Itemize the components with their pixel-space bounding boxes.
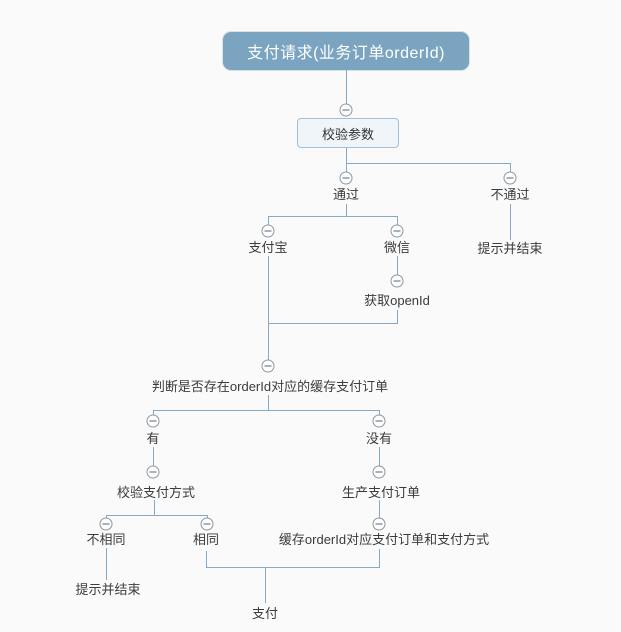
collapse-icon[interactable] xyxy=(99,517,113,531)
connector-line xyxy=(206,567,380,568)
collapse-icon[interactable] xyxy=(261,224,275,238)
collapse-icon[interactable] xyxy=(372,465,386,479)
node-same[interactable]: 相同 xyxy=(192,532,220,547)
node-create-order[interactable]: 生产支付订单 xyxy=(341,485,421,500)
connector-line xyxy=(153,410,154,418)
node-payment-request[interactable]: 支付请求(业务订单orderId) xyxy=(223,32,469,70)
connector-line xyxy=(397,256,398,276)
collapse-icon[interactable] xyxy=(390,274,404,288)
node-different[interactable]: 不相同 xyxy=(86,532,126,547)
collapse-icon[interactable] xyxy=(339,171,353,185)
node-cache-order[interactable]: 缓存orderId对应支付订单和支付方式 xyxy=(278,532,490,547)
node-wechat[interactable]: 微信 xyxy=(383,240,411,255)
collapse-icon[interactable] xyxy=(146,414,160,428)
node-verify-method[interactable]: 校验支付方式 xyxy=(116,485,196,500)
connector-line xyxy=(346,163,511,164)
node-has-not[interactable]: 没有 xyxy=(365,431,393,446)
connector-line xyxy=(265,567,266,603)
collapse-icon[interactable] xyxy=(200,517,214,531)
node-validate-params[interactable]: 校验参数 xyxy=(297,118,399,148)
connector-line xyxy=(397,216,398,226)
collapse-icon[interactable] xyxy=(146,465,160,479)
connector-line xyxy=(379,447,380,467)
collapse-icon[interactable] xyxy=(339,103,353,117)
connector-line xyxy=(346,147,347,163)
collapse-icon[interactable] xyxy=(372,414,386,428)
connector-line xyxy=(379,500,380,519)
connector-line xyxy=(397,310,398,324)
connector-line xyxy=(268,216,269,226)
connector-line xyxy=(268,323,398,324)
connector-line xyxy=(346,70,347,105)
connector-line xyxy=(346,163,347,175)
node-validate-params-label: 校验参数 xyxy=(321,126,374,142)
connector-line xyxy=(268,256,269,362)
node-diff-end[interactable]: 提示并结束 xyxy=(75,582,141,597)
connector-line xyxy=(154,500,155,515)
node-get-openid[interactable]: 获取openId xyxy=(364,293,430,308)
node-payment-request-label: 支付请求(业务订单orderId) xyxy=(247,45,445,62)
node-pay[interactable]: 支付 xyxy=(251,606,279,621)
collapse-icon[interactable] xyxy=(390,224,404,238)
connector-line xyxy=(153,410,380,411)
node-has[interactable]: 有 xyxy=(146,431,160,446)
connector-line xyxy=(379,410,380,418)
connector-line xyxy=(106,515,208,516)
connector-line xyxy=(106,548,107,580)
connector-line xyxy=(510,204,511,240)
connector-line xyxy=(268,216,398,217)
connector-line xyxy=(379,549,380,567)
connector-line xyxy=(510,163,511,175)
node-fail-end[interactable]: 提示并结束 xyxy=(477,241,543,256)
connector-line xyxy=(346,204,347,216)
connector-line xyxy=(206,551,207,567)
node-pass[interactable]: 通过 xyxy=(332,187,360,202)
node-alipay[interactable]: 支付宝 xyxy=(248,240,288,255)
node-fail[interactable]: 不通过 xyxy=(490,187,530,202)
collapse-icon[interactable] xyxy=(261,359,275,373)
collapse-icon[interactable] xyxy=(372,517,386,531)
connector-line xyxy=(153,447,154,467)
connector-line xyxy=(268,395,269,410)
collapse-icon[interactable] xyxy=(503,171,517,185)
node-check-cache[interactable]: 判断是否存在orderId对应的缓存支付订单 xyxy=(151,379,389,394)
